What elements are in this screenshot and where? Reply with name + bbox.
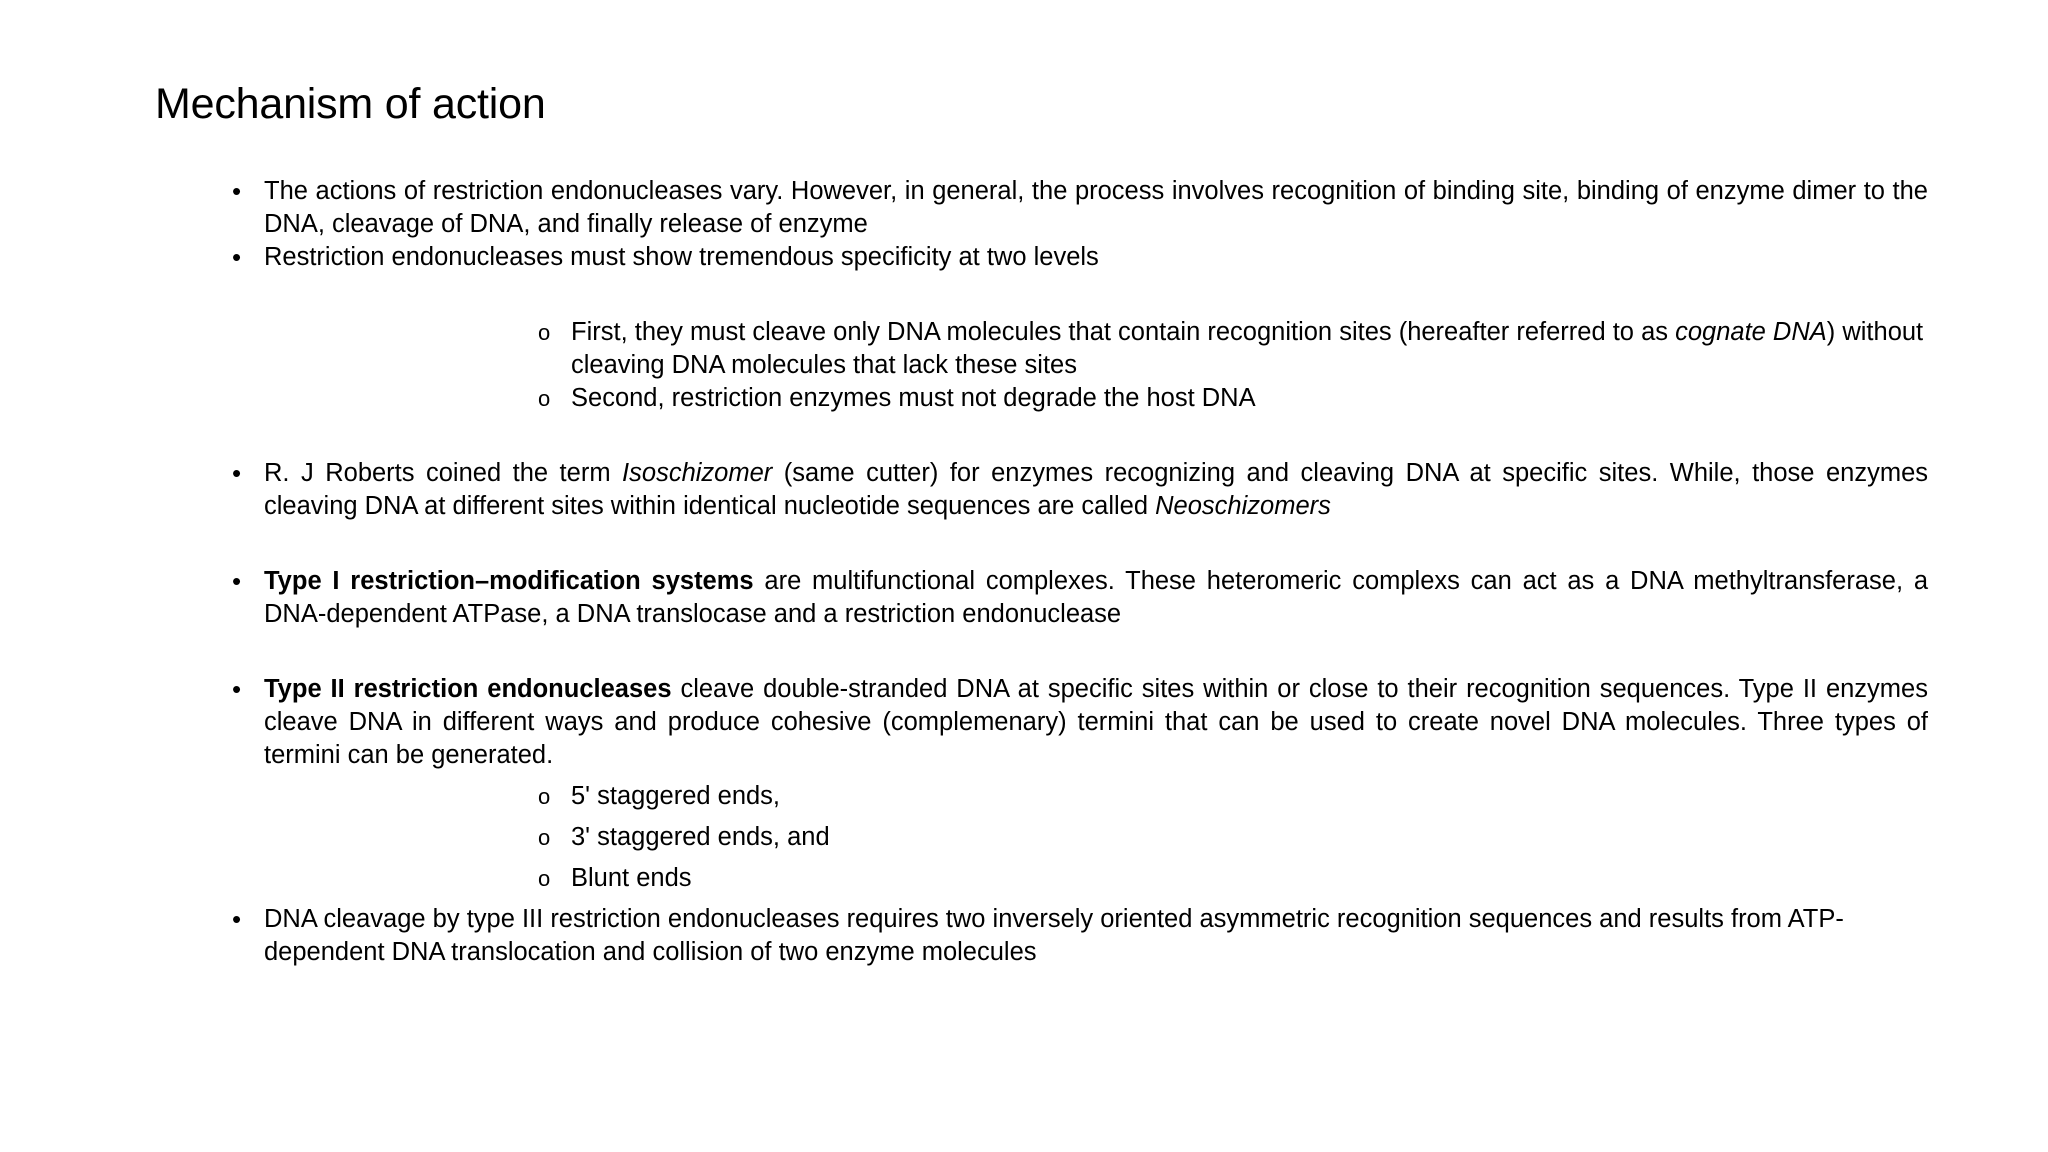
bullet-text-3: R. J Roberts coined the term Isoschizome… xyxy=(264,457,1928,523)
slide-body: • The actions of restriction endonucleas… xyxy=(228,175,1928,969)
text-segment: R. J Roberts coined the term xyxy=(264,459,623,487)
spacer xyxy=(228,854,1928,862)
bullet-text-2: Restriction endonucleases must show trem… xyxy=(264,243,1099,271)
sub-bullet-text-3: 5' staggered ends, xyxy=(571,782,781,810)
sub-bullet-marker-icon: o xyxy=(538,320,551,345)
spacer xyxy=(228,813,1928,821)
text-segment: (same cutter) for enzymes recognizing an… xyxy=(264,459,1928,520)
bullet-text-4: Type I restriction–modification systems … xyxy=(264,565,1928,631)
sub-bullet-marker-icon: o xyxy=(538,825,551,850)
bullet-item-2: • Restriction endonucleases must show tr… xyxy=(228,241,1928,274)
bullet-text-6: DNA cleavage by type III restriction end… xyxy=(264,905,1844,966)
sub-bullet-item-5: o Blunt ends xyxy=(538,862,1928,895)
bullet-item-6: • DNA cleavage by type III restriction e… xyxy=(228,903,1928,969)
italic-term-neoschizomers: Neoschizomers xyxy=(1155,492,1331,520)
spacer xyxy=(228,523,1928,565)
italic-term-cognate-dna: cognate DNA xyxy=(1675,318,1827,346)
sub-bullet-marker-icon: o xyxy=(538,386,551,411)
bullet-item-5: • Type II restriction endonucleases clea… xyxy=(228,673,1928,772)
bold-term-type-i: Type I restriction–modification systems xyxy=(264,567,754,595)
bullet-marker-icon: • xyxy=(232,458,242,488)
spacer xyxy=(228,631,1928,673)
bullet-marker-icon: • xyxy=(232,566,242,596)
bullet-item-3: • R. J Roberts coined the term Isoschizo… xyxy=(228,457,1928,523)
bullet-item-4: • Type I restriction–modification system… xyxy=(228,565,1928,631)
text-segment: are multifunctional complexes. These het… xyxy=(264,567,1928,628)
sub-bullet-text-1: First, they must cleave only DNA molecul… xyxy=(571,316,1928,382)
text-segment: cleave double-stranded DNA at specific s… xyxy=(264,675,1928,769)
bullet-marker-icon: • xyxy=(232,674,242,704)
bullet-item-1: • The actions of restriction endonucleas… xyxy=(228,175,1928,241)
bold-term-type-ii: Type II restriction endonucleases xyxy=(264,675,672,703)
sub-bullet-item-2: o Second, restriction enzymes must not d… xyxy=(538,382,1928,415)
sub-bullet-text-2: Second, restriction enzymes must not deg… xyxy=(571,384,1256,412)
slide-title: Mechanism of action xyxy=(155,80,546,128)
sub-bullet-marker-icon: o xyxy=(538,784,551,809)
sub-bullet-marker-icon: o xyxy=(538,866,551,891)
bullet-marker-icon: • xyxy=(232,176,242,206)
spacer xyxy=(228,274,1928,316)
sub-bullet-text-4: 3' staggered ends, and xyxy=(571,823,830,851)
spacer xyxy=(228,772,1928,780)
text-segment: ) without cleaving DNA molecules that la… xyxy=(571,318,1924,379)
sub-bullet-text-5: Blunt ends xyxy=(571,864,692,892)
italic-term-isoschizomer: Isoschizomer xyxy=(622,459,773,487)
bullet-marker-icon: • xyxy=(232,904,242,934)
sub-bullet-item-1: o First, they must cleave only DNA molec… xyxy=(538,316,1928,382)
sub-bullet-item-3: o 5' staggered ends, xyxy=(538,780,1928,813)
sub-bullet-item-4: o 3' staggered ends, and xyxy=(538,821,1928,854)
text-segment: First, they must cleave only DNA molecul… xyxy=(571,318,1676,346)
bullet-marker-icon: • xyxy=(232,242,242,272)
bullet-text-5: Type II restriction endonucleases cleave… xyxy=(264,673,1928,772)
bullet-text-1: The actions of restriction endonucleases… xyxy=(264,177,1928,238)
spacer xyxy=(228,895,1928,903)
spacer xyxy=(228,415,1928,457)
